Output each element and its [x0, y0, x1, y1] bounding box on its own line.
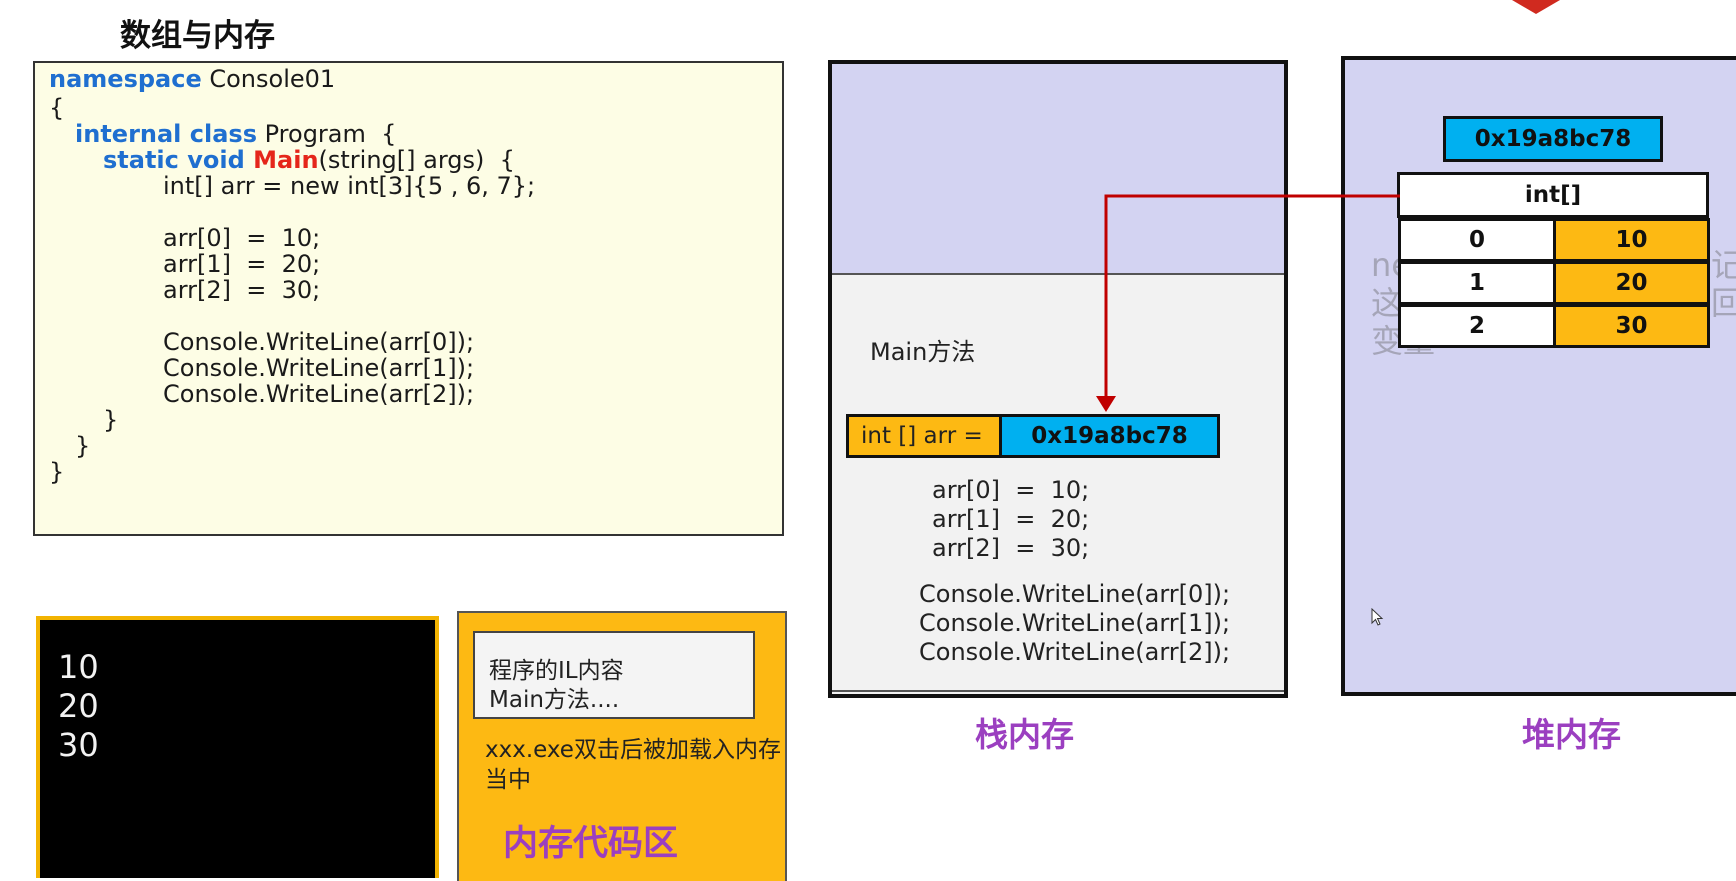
- stack-memory-label: 栈内存: [975, 715, 1074, 754]
- heap-object-address: 0x19a8bc78: [1443, 116, 1663, 162]
- load-note: xxx.exe双击后被加载入内存: [485, 737, 781, 763]
- reference-arrow-line: [1104, 194, 1400, 400]
- stack-memory: Main方法 int [] arr = 0x19a8bc78 arr[0] = …: [828, 60, 1288, 698]
- il-line: Main方法....: [489, 687, 620, 713]
- array-index-cell: 2: [1398, 304, 1556, 348]
- background-text: 记: [1711, 246, 1736, 284]
- stack-code-line: Console.WriteLine(arr[0]);: [919, 580, 1231, 608]
- heap-memory: ne 这 变量 记 回: [1341, 56, 1736, 696]
- code-line: arr[1] = 20;: [163, 250, 321, 278]
- top-marker-icon: [1512, 0, 1560, 14]
- stack-free-space: [832, 64, 1284, 275]
- code-line: Console.WriteLine(arr[0]);: [163, 328, 475, 356]
- code-line: Console.WriteLine(arr[2]);: [163, 380, 475, 408]
- load-note: 当中: [485, 767, 531, 793]
- code-line: {: [49, 94, 65, 122]
- code-line-class: internal class Program {: [75, 120, 397, 148]
- array-index-cell: 0: [1398, 218, 1556, 262]
- code-area-label: 内存代码区: [503, 824, 679, 864]
- arrow-head-icon: [1096, 396, 1116, 412]
- code-line: }: [75, 432, 91, 460]
- mouse-pointer-icon: [1371, 608, 1384, 626]
- main-frame-label: Main方法: [870, 338, 976, 366]
- console-line: 10: [58, 648, 99, 686]
- arr-address-value: 0x19a8bc78: [1002, 414, 1220, 458]
- array-value-cell: 20: [1556, 261, 1710, 305]
- stack-code-line: arr[2] = 30;: [932, 534, 1090, 562]
- page-title: 数组与内存: [120, 18, 275, 54]
- code-panel: namespace Console01 { internal class Pro…: [33, 61, 784, 536]
- code-line-main: static void Main(string[] args) {: [103, 146, 515, 174]
- code-line: Console.WriteLine(arr[1]);: [163, 354, 475, 382]
- code-memory-area: 程序的IL内容 Main方法.... xxx.exe双击后被加载入内存 当中 内…: [457, 611, 787, 881]
- console-line: 30: [58, 726, 99, 764]
- code-line-namespace: namespace Console01: [49, 65, 336, 93]
- code-line: arr[2] = 30;: [163, 276, 321, 304]
- code-line: }: [103, 406, 119, 434]
- array-index-cell: 1: [1398, 261, 1556, 305]
- background-text: 回: [1711, 284, 1736, 322]
- stack-code-line: Console.WriteLine(arr[1]);: [919, 609, 1231, 637]
- stack-divider: [832, 690, 1284, 692]
- stack-code-line: Console.WriteLine(arr[2]);: [919, 638, 1231, 666]
- il-content-box: 程序的IL内容 Main方法....: [473, 631, 755, 719]
- stack-code-line: arr[0] = 10;: [932, 476, 1090, 504]
- heap-array-type: int[]: [1397, 172, 1709, 218]
- il-line: 程序的IL内容: [489, 658, 624, 684]
- array-value-cell: 30: [1556, 304, 1710, 348]
- heap-memory-label: 堆内存: [1522, 715, 1621, 754]
- code-line: }: [49, 458, 65, 486]
- code-line: arr[0] = 10;: [163, 224, 321, 252]
- code-line: int[] arr = new int[3]{5 , 6, 7};: [163, 172, 536, 200]
- console-output: 10 20 30: [36, 616, 439, 878]
- stack-code-line: arr[1] = 20;: [932, 505, 1090, 533]
- console-line: 20: [58, 687, 99, 725]
- arr-variable-label: int [] arr =: [846, 414, 1002, 458]
- array-value-cell: 10: [1556, 218, 1710, 262]
- background-text: 这: [1371, 284, 1404, 322]
